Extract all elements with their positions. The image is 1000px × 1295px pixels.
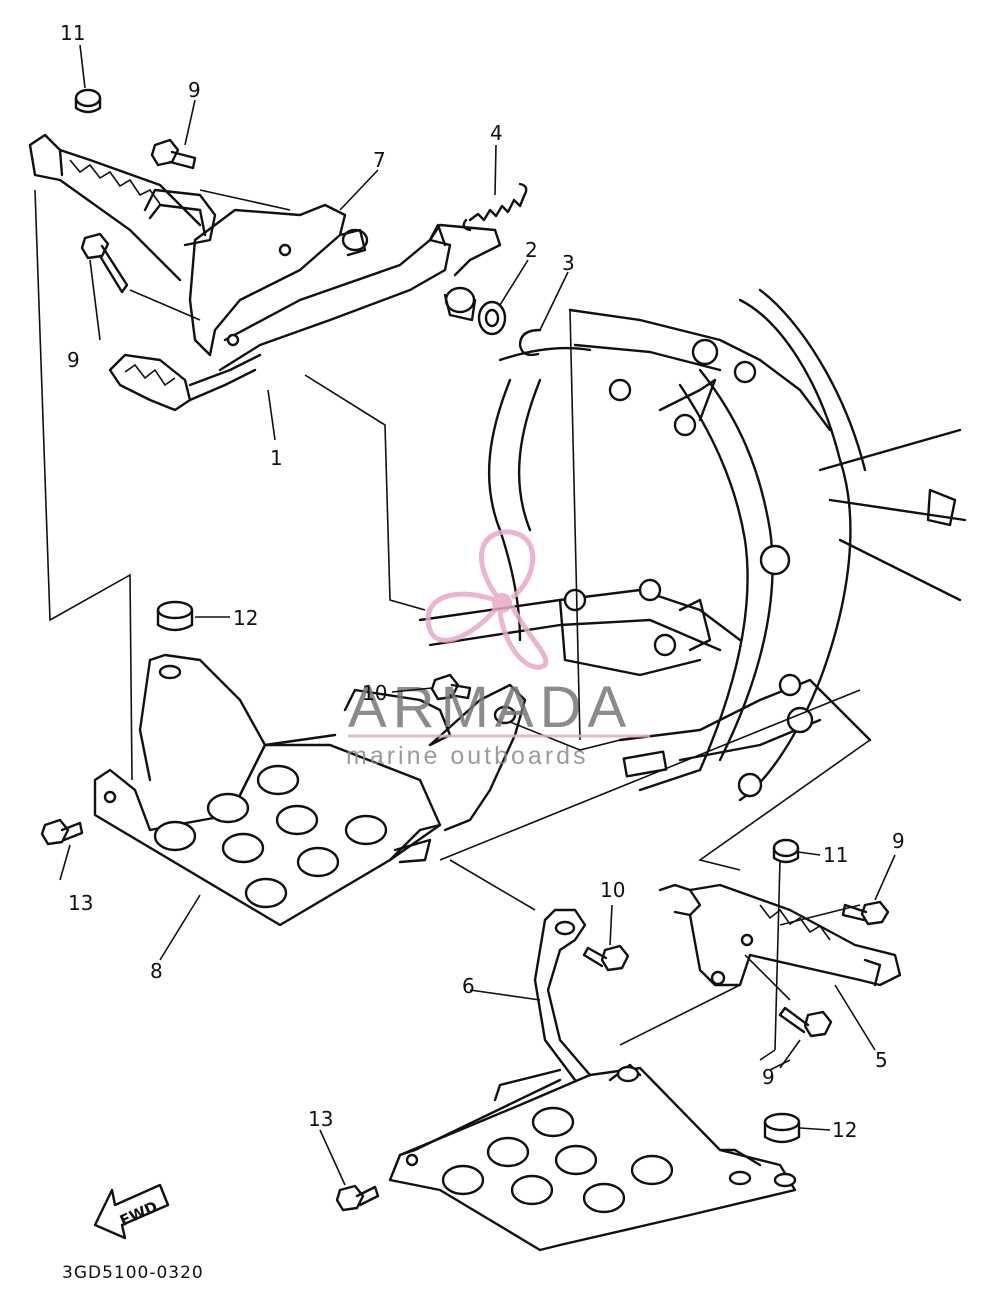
callout-10-upper: 10 [362, 681, 387, 705]
callout-13-upper: 13 [68, 891, 93, 915]
callout-11-lower: 11 [823, 843, 848, 867]
callout-5: 5 [875, 1048, 888, 1072]
spring-part-4 [462, 182, 528, 232]
callout-8: 8 [150, 959, 163, 983]
grommet-part-12-upper [156, 600, 194, 632]
propeller-logo-icon [425, 529, 549, 670]
callout-leaders [59, 44, 896, 1186]
drawing-code: 3GD5100-0320 [62, 1263, 204, 1283]
callout-9-lower-b: 9 [762, 1065, 775, 1089]
callout-1: 1 [270, 446, 283, 470]
bolt-part-9-lower-a [841, 900, 890, 926]
callout-9-upper-b: 9 [67, 348, 80, 372]
footrest-plate-right-part-6 [388, 908, 797, 1252]
callout-numbers: 11 9 4 7 2 3 9 1 12 10 13 8 6 10 11 9 5 … [60, 21, 905, 1142]
brake-pedal-part-1 [108, 203, 502, 412]
callout-9-upper-a: 9 [188, 78, 201, 102]
bolt-part-10-upper [430, 673, 472, 701]
bolt-part-10-lower [582, 944, 630, 972]
callout-3: 3 [562, 251, 575, 275]
callout-2: 2 [525, 238, 538, 262]
armada-watermark: ARMADA marine outboards [346, 529, 650, 770]
watermark-brand: ARMADA [348, 675, 632, 740]
bolt-part-13-upper [40, 818, 84, 846]
bolt-part-13-lower [335, 1184, 380, 1212]
callout-12-upper: 12 [233, 606, 258, 630]
bolt-part-9-upper-b [80, 232, 129, 294]
footrest-bracket-left [28, 133, 217, 282]
frame-chassis [418, 288, 967, 802]
nut-part-11-upper [74, 88, 102, 114]
callout-13-lower: 13 [308, 1107, 333, 1131]
nut-part-11-lower [772, 838, 800, 864]
callout-4: 4 [490, 121, 503, 145]
washer-part-2 [477, 300, 507, 336]
callout-10-lower: 10 [600, 878, 625, 902]
callout-11-upper: 11 [60, 21, 85, 45]
watermark-tagline: marine outboards [346, 742, 589, 770]
callout-7: 7 [373, 148, 386, 172]
bolt-part-9-upper-a [150, 138, 197, 170]
callout-6: 6 [462, 974, 475, 998]
leader-lines [34, 189, 871, 1071]
callout-12-lower: 12 [832, 1118, 857, 1142]
grommet-part-12-lower [763, 1112, 801, 1188]
footrest-right-part-5 [658, 883, 902, 987]
clip-part-3 [518, 328, 542, 357]
callout-9-lower-a: 9 [892, 829, 905, 853]
bolt-part-9-lower-b [778, 1006, 833, 1038]
forward-direction-arrow: FWD [93, 1183, 170, 1240]
